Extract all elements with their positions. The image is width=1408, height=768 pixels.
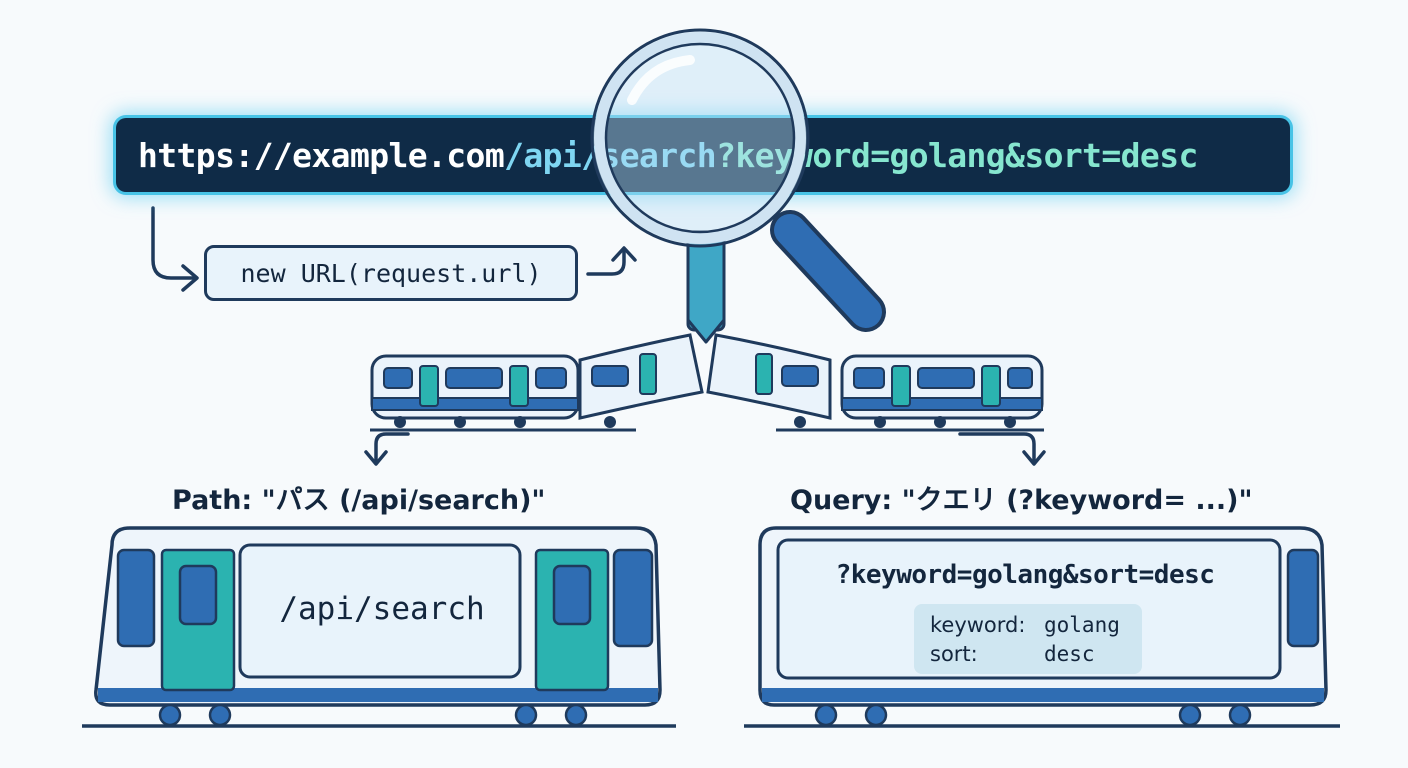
train-icon [82, 526, 676, 728]
param-key: sort: [930, 641, 978, 666]
param-value: desc [1044, 641, 1095, 666]
path-caption: Path: "パス (/api/search)" [172, 485, 546, 516]
train-icon [706, 333, 1044, 432]
arrow-icon [958, 432, 1036, 464]
query-caption: Query: "クエリ (?keyword= ...)" [790, 485, 1253, 516]
arrow-icon [181, 264, 199, 292]
train-icon [370, 333, 704, 432]
param-value: golang [1044, 612, 1120, 637]
arrow-icon [151, 206, 198, 280]
arrow-icon [586, 248, 626, 276]
code-label: new URL(request.url) [204, 245, 578, 301]
magnifying-glass-icon [590, 28, 886, 344]
arrow-icon [374, 432, 410, 464]
arrow-icon [611, 246, 637, 262]
path-value: /api/search [279, 591, 485, 627]
query-params-table: keyword: golang sort: desc [914, 604, 1142, 674]
param-row: sort: desc [930, 639, 1142, 668]
param-key: keyword: [930, 612, 1026, 637]
arrow-icon [1022, 450, 1046, 466]
url-bar: https://example.com/api/search?keyword=g… [116, 118, 1290, 192]
url-base: https://example.com [138, 135, 505, 175]
param-row: keyword: golang [930, 610, 1142, 639]
query-value: ?keyword=golang&sort=desc [835, 560, 1215, 590]
arrow-icon [364, 450, 388, 466]
